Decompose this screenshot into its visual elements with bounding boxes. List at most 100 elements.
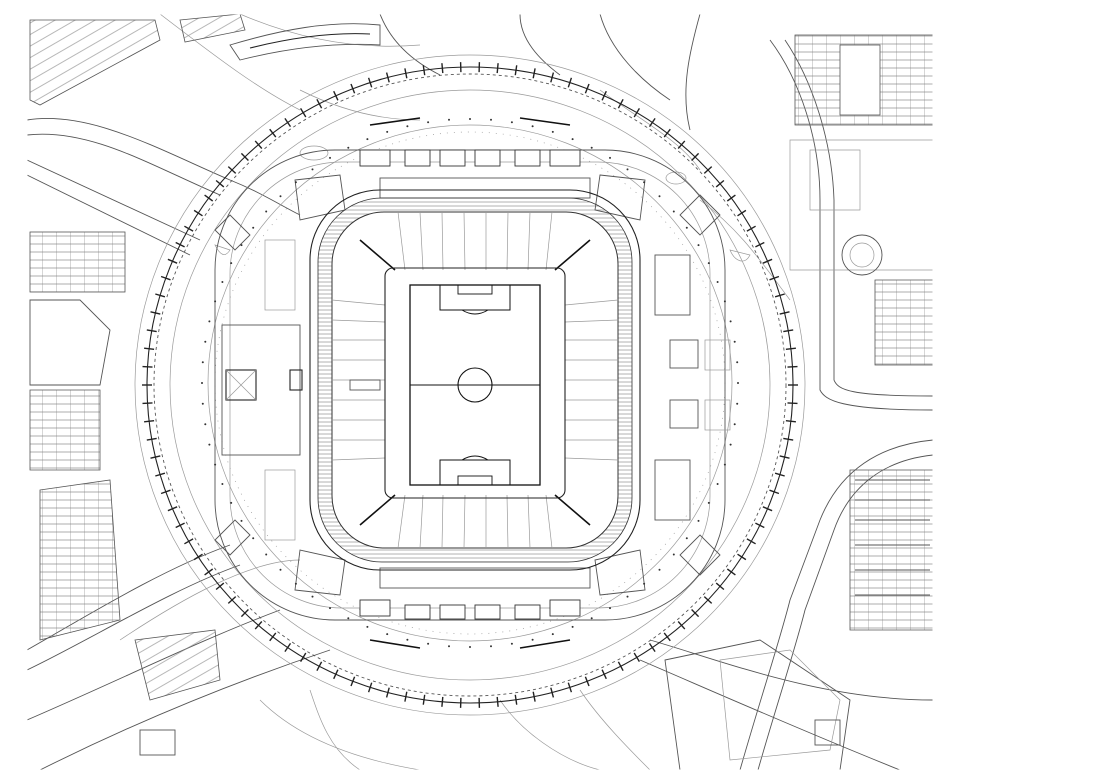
west-stand-block [214, 214, 303, 556]
ring-column [441, 63, 444, 74]
ring-column [785, 420, 796, 423]
concourse-column [531, 638, 534, 641]
concourse-column [697, 244, 700, 247]
ring-column [567, 682, 573, 693]
concourse-column [279, 568, 282, 571]
ring-column [333, 669, 339, 680]
ring-column [584, 676, 590, 687]
ring-column [737, 553, 747, 561]
concourse-column [626, 595, 629, 598]
concourse-column [366, 138, 369, 141]
concourse-column [329, 156, 331, 159]
ring-column [746, 225, 756, 232]
concourse-column [279, 195, 282, 198]
ring-column [785, 347, 796, 350]
ring-column [648, 118, 656, 127]
concourse-column [723, 300, 726, 303]
concourse-column [697, 519, 700, 522]
concourse-column [265, 553, 268, 556]
concourse-column [386, 633, 389, 636]
east-stand-block [654, 194, 731, 576]
ring-column [404, 68, 408, 79]
seating-radial-lines [331, 211, 619, 549]
ring-column [240, 152, 249, 161]
ring-column [779, 311, 790, 315]
concourse-column [347, 146, 350, 149]
ring-column [550, 687, 555, 698]
ring-column [663, 128, 671, 138]
concourse-column [729, 443, 732, 446]
concourse-column [240, 519, 243, 522]
ring-column [385, 687, 390, 698]
south-stand-rooms [359, 567, 591, 649]
ring-column [385, 72, 390, 83]
ring-column [269, 128, 277, 138]
ring-column [774, 293, 785, 298]
ring-column [150, 455, 161, 459]
ring-column [284, 118, 292, 127]
ring-column [350, 83, 356, 94]
ring-column [601, 669, 607, 680]
ring-column [184, 225, 194, 232]
ring-column [215, 179, 225, 188]
ring-column [167, 258, 178, 264]
concourse-column [201, 361, 204, 364]
concourse-column [551, 130, 554, 133]
ring-column [333, 90, 339, 101]
concourse-column [201, 402, 204, 405]
ring-column [703, 596, 713, 604]
concourse-column [716, 281, 719, 283]
concourse-column [658, 568, 661, 571]
ring-column [746, 538, 756, 545]
ring-column [726, 194, 736, 202]
ring-column [184, 538, 194, 545]
car-parks [29, 14, 933, 701]
concourse-column [626, 168, 629, 171]
concourse-column [733, 340, 736, 343]
concourse-column [609, 156, 611, 159]
ring-column [532, 691, 536, 702]
ring-column [254, 621, 263, 630]
ring-column [300, 108, 307, 118]
ring-column [150, 311, 161, 315]
concourse-column [252, 226, 255, 229]
concourse-column [201, 382, 203, 384]
pitch [409, 284, 541, 486]
ring-column [633, 652, 640, 662]
concourse-column [204, 423, 207, 426]
concourse-column [294, 181, 297, 184]
concourse-column [736, 402, 739, 405]
ring-column [787, 365, 798, 368]
ring-column [284, 643, 292, 652]
concourse-column [643, 181, 646, 184]
ring-column [532, 68, 536, 79]
ring-column [175, 522, 185, 529]
concourse-column [707, 501, 710, 504]
ring-column [633, 108, 640, 118]
ring-column [617, 661, 624, 672]
concourse-column [240, 244, 243, 247]
access-roads [27, 14, 933, 770]
ring-column [142, 365, 153, 368]
ring-column [404, 691, 408, 702]
concourse-column [347, 617, 350, 620]
concourse-column [551, 633, 554, 636]
concourse-column [406, 638, 409, 641]
ring-column [441, 696, 444, 707]
concourse-column [230, 501, 233, 504]
ring-column [496, 63, 499, 74]
concourse-column [469, 118, 471, 120]
ring-column [774, 472, 785, 477]
concourse-columns [201, 118, 739, 648]
concourse-column [294, 582, 297, 585]
concourse-column [510, 121, 513, 124]
concourse-column [469, 646, 471, 648]
ring-column [737, 209, 747, 217]
concourse-column [531, 125, 534, 128]
ring-column [726, 568, 736, 576]
ring-column [648, 643, 656, 652]
concourse-column [685, 226, 688, 229]
concourse-column [672, 210, 675, 213]
